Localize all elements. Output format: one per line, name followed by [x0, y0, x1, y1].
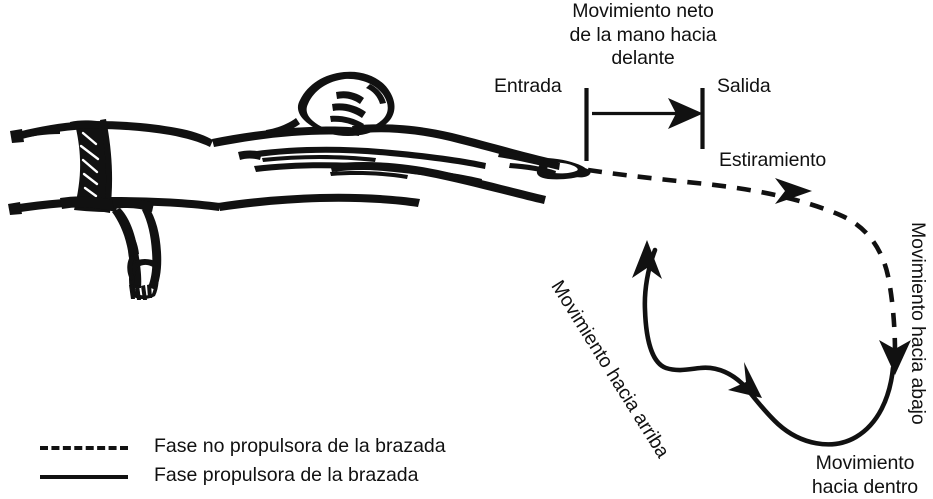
legend-label-propulsive: Fase propulsora de la brazada	[154, 463, 419, 486]
downward-movement-label: Movimiento hacia abajo	[907, 222, 929, 425]
dashed-line-icon	[40, 441, 128, 451]
legend-item-propulsive: Fase propulsora de la brazada	[40, 461, 419, 489]
net-movement-arrow-head	[668, 98, 703, 129]
legend-label-nonpropulsive: Fase no propulsora de la brazada	[154, 434, 446, 457]
nonpropulsive-phase-path	[587, 167, 898, 353]
down-arrow-head	[879, 340, 911, 375]
up-arrow-head	[632, 240, 662, 279]
stretch-arrow-head	[775, 178, 812, 204]
entry-label: Entrada	[494, 75, 562, 97]
net-movement-label: Movimiento neto de la mano hacia delante	[569, 0, 717, 69]
solid-line-icon	[40, 470, 128, 480]
legend: Fase no propulsora de la brazada Fase pr…	[40, 430, 460, 492]
stretch-label: Estiramiento	[719, 149, 827, 171]
legend-item-nonpropulsive: Fase no propulsora de la brazada	[40, 432, 446, 460]
exit-label: Salida	[717, 75, 771, 97]
inward-arrow-head	[728, 362, 762, 398]
propulsive-phase-path	[642, 247, 896, 447]
inward-movement-label: Movimiento hacia dentro	[811, 452, 919, 498]
